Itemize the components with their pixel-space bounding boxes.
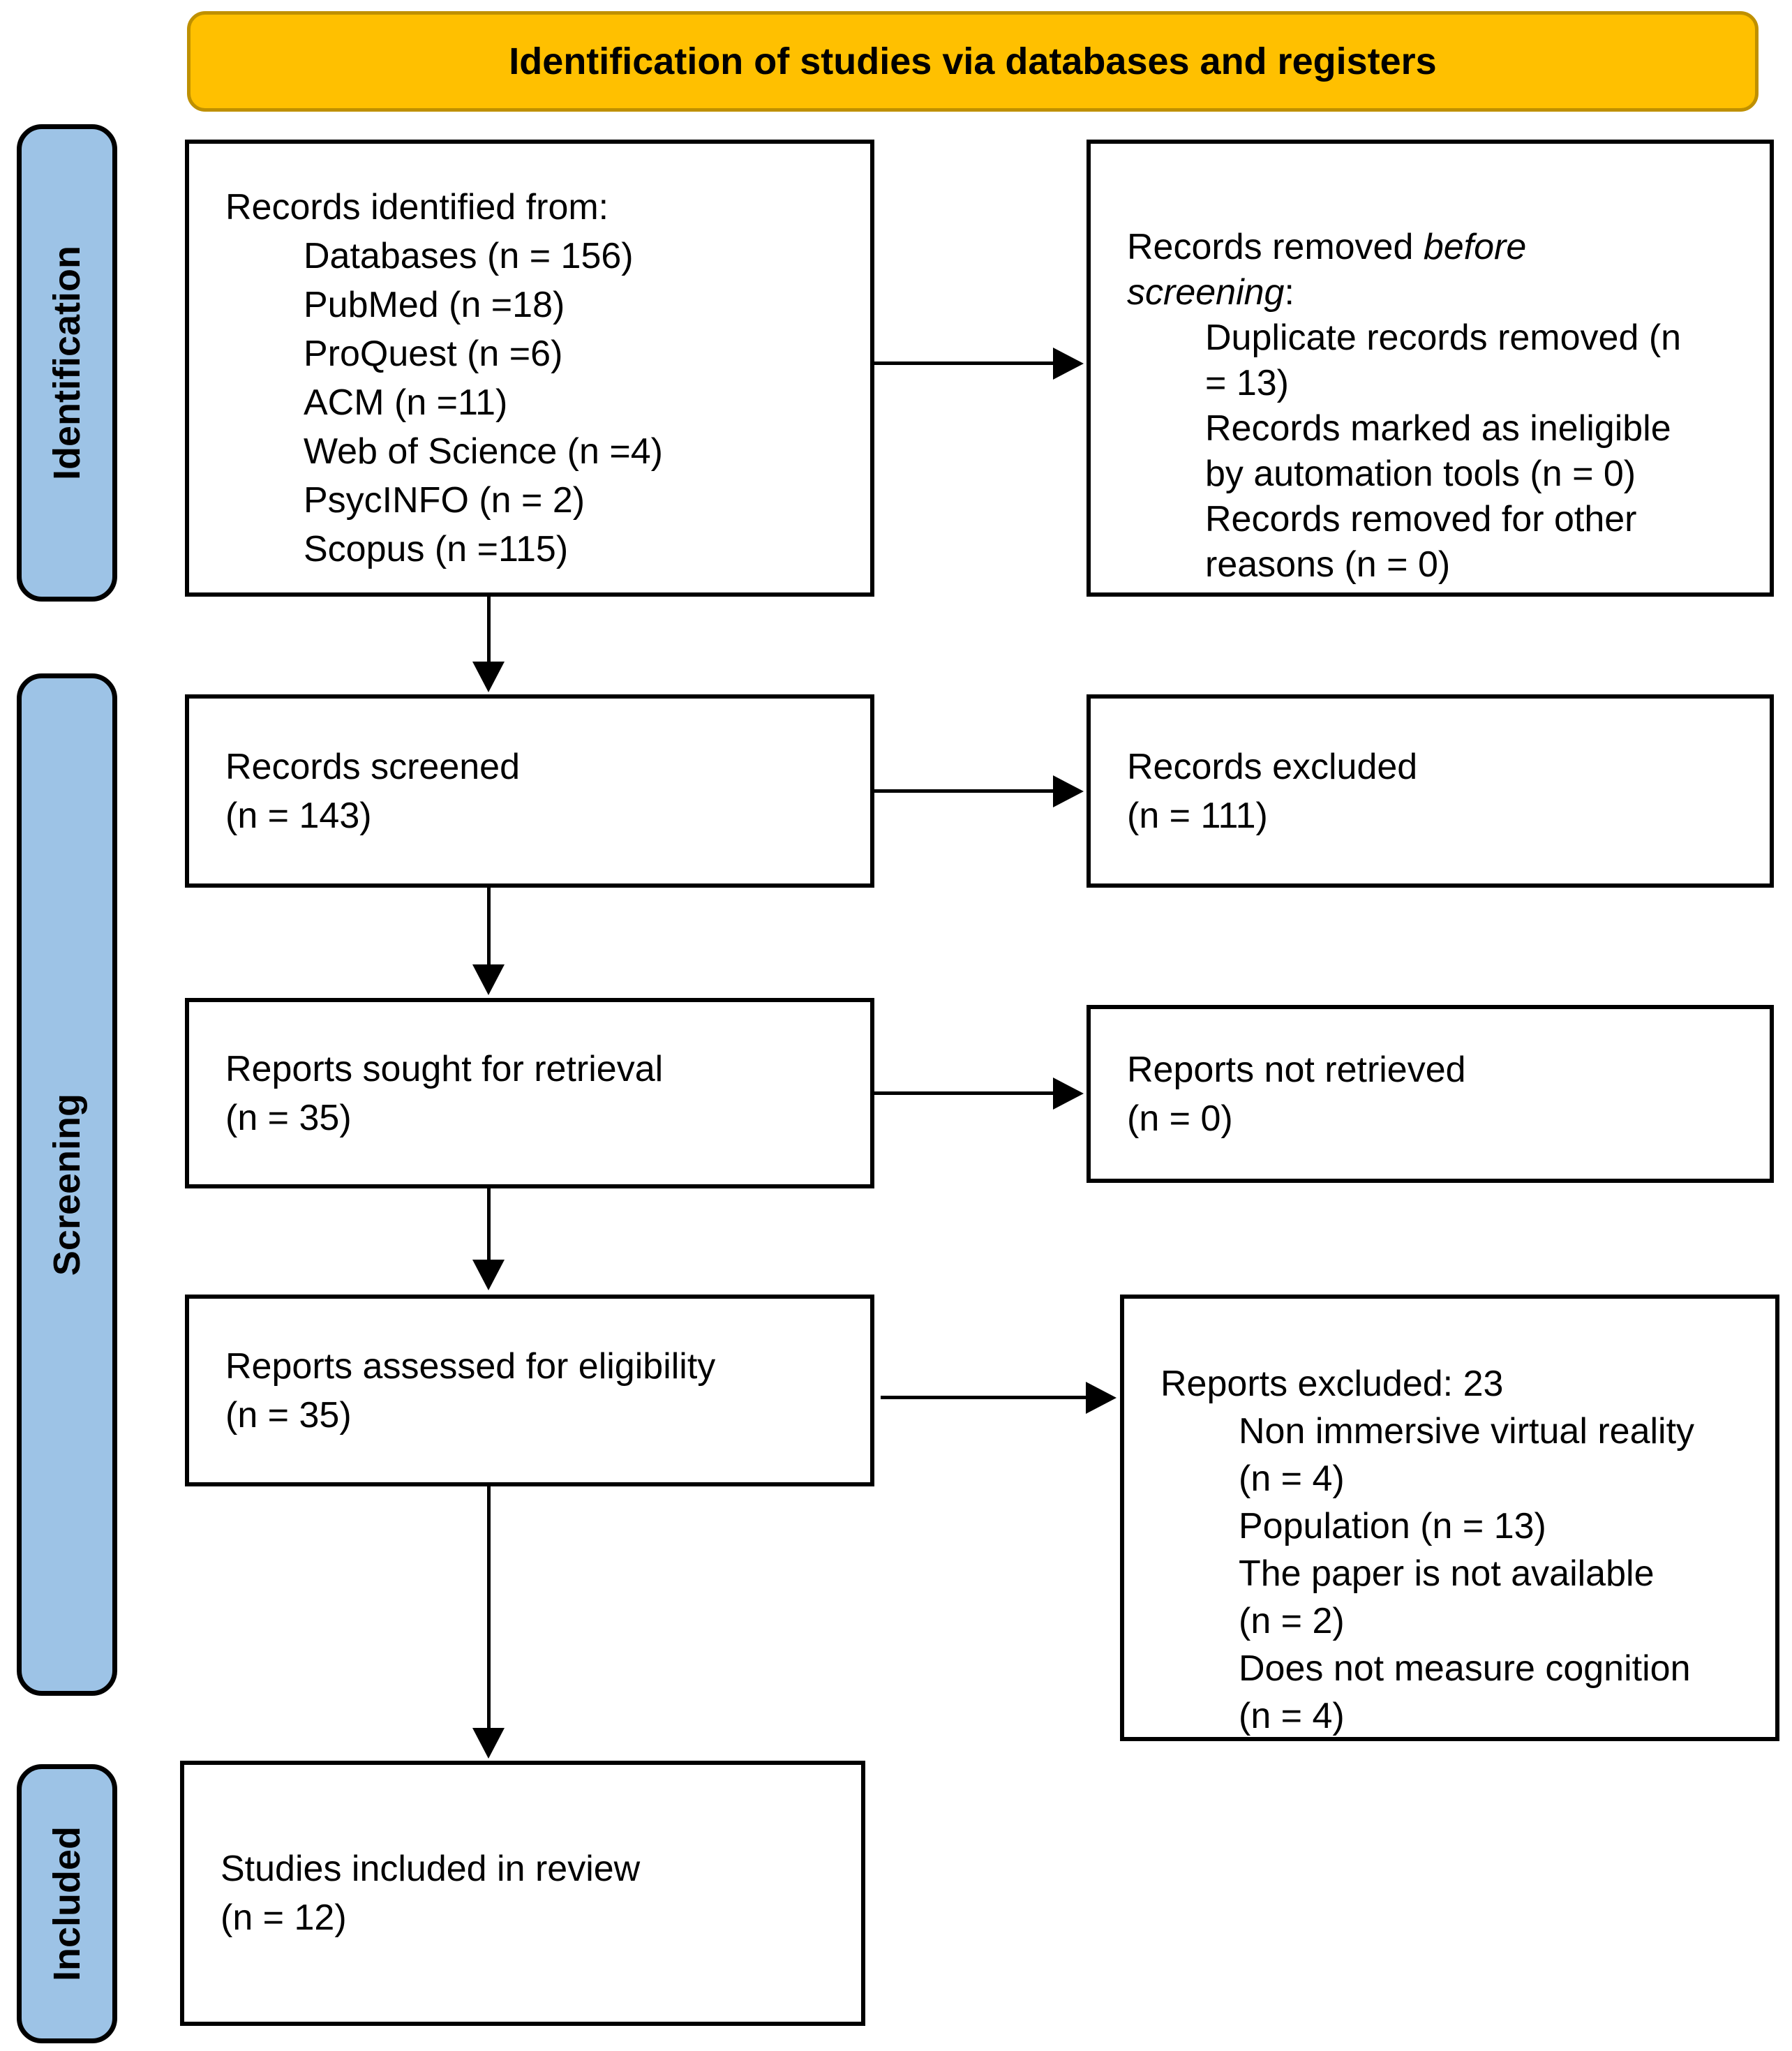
flow-box-line: = 13) <box>1205 363 1289 403</box>
flow-box-records-excluded: Records excluded (n = 111) <box>1087 694 1774 888</box>
flow-box-line: PubMed (n =18) <box>304 285 565 325</box>
flow-box-line: (n = 35) <box>225 1394 352 1435</box>
flow-box-line: (n = 2) <box>1239 1601 1345 1641</box>
flow-box-line: PsycINFO (n = 2) <box>304 480 585 521</box>
flow-box-line: Scopus (n =115) <box>304 529 569 569</box>
stage-tab-screening: Screening <box>17 673 117 1696</box>
header-title: Identification of studies via databases … <box>509 40 1437 82</box>
flow-box-line: Population (n = 13) <box>1239 1506 1546 1546</box>
flow-box-line: Duplicate records removed (n <box>1205 318 1682 358</box>
flow-box-line: Records marked as ineligible <box>1205 408 1671 449</box>
flow-box-line: Records removed for other <box>1205 499 1637 539</box>
flow-box-records-identified: Records identified from: Databases (n = 1… <box>185 140 874 597</box>
arrow-head-down-icon <box>472 964 505 995</box>
flow-box-line: (n = 143) <box>225 795 372 836</box>
flow-box-line: Reports excluded: 23 <box>1160 1364 1504 1404</box>
arrow-line <box>881 1396 1087 1399</box>
flow-box-line: Studies included in review <box>221 1849 641 1889</box>
arrow-line <box>874 789 1054 793</box>
stage-tab-identification: Identification <box>17 124 117 602</box>
flow-box-line: (n = 12) <box>221 1897 347 1938</box>
arrow-head-right-icon <box>1086 1382 1117 1414</box>
arrow-head-down-icon <box>472 1728 505 1759</box>
arrow-head-right-icon <box>1053 1077 1084 1110</box>
flow-box-line: (n = 0) <box>1127 1098 1233 1139</box>
flow-box-reports-not-retrieved: Reports not retrieved (n = 0) <box>1087 1005 1774 1183</box>
flow-box-reports-sought-for-retrieval: Reports sought for retrieval (n = 35) <box>185 998 874 1188</box>
stage-tab-label: Identification <box>46 246 88 480</box>
arrow-line <box>874 1091 1054 1095</box>
flow-box-line: Records identified from: <box>225 187 609 228</box>
flow-box-line: screening: <box>1127 272 1294 313</box>
stage-tab-label: Screening <box>46 1093 88 1276</box>
flow-box-line: by automation tools (n = 0) <box>1205 454 1636 494</box>
arrow-head-down-icon <box>472 1260 505 1290</box>
flow-box-line: Non immersive virtual reality <box>1239 1411 1695 1452</box>
flow-box-line: Records removed before <box>1127 227 1527 267</box>
flow-box-line: ProQuest (n =6) <box>304 334 563 374</box>
arrow-line <box>874 361 1054 365</box>
flow-box-line: Does not measure cognition <box>1239 1648 1691 1689</box>
arrow-line <box>487 1188 491 1261</box>
flow-box-line: (n = 4) <box>1239 1696 1345 1736</box>
flow-box-line: Reports not retrieved <box>1127 1049 1466 1090</box>
flow-box-reports-excluded: Reports excluded: 23 Non immersive virtua… <box>1120 1295 1779 1741</box>
arrow-line <box>487 888 491 966</box>
flow-box-line: Records excluded <box>1127 746 1418 787</box>
flow-box-line: (n = 111) <box>1127 795 1268 836</box>
flow-box-line: reasons (n = 0) <box>1205 544 1451 585</box>
flow-box-line: ACM (n =11) <box>304 382 508 423</box>
flow-box-records-removed-before-screening: Records removed before screening: Duplicat… <box>1087 140 1774 597</box>
flow-box-line: (n = 35) <box>225 1097 352 1138</box>
stage-tab-label: Included <box>46 1826 88 1981</box>
arrow-line <box>487 1486 491 1729</box>
flow-box-line: (n = 4) <box>1239 1459 1345 1499</box>
flow-box-line: The paper is not available <box>1239 1553 1655 1594</box>
flow-box-reports-assessed-for-eligibility: Reports assessed for eligibility (n = 35) <box>185 1295 874 1486</box>
flow-box-line: Web of Science (n =4) <box>304 431 663 472</box>
header-banner: Identification of studies via databases … <box>187 11 1759 112</box>
flow-box-studies-included-in-review: Studies included in review (n = 12) <box>180 1761 865 2026</box>
arrow-line <box>487 597 491 663</box>
flow-box-line: Reports assessed for eligibility <box>225 1345 716 1387</box>
stage-tab-included: Included <box>17 1764 117 2043</box>
arrow-head-right-icon <box>1053 348 1084 380</box>
arrow-head-down-icon <box>472 662 505 692</box>
flow-box-line: Records screened <box>225 746 520 787</box>
flow-box-records-screened: Records screened (n = 143) <box>185 694 874 888</box>
flow-box-line: Databases (n = 156) <box>304 236 634 276</box>
flow-box-line: Reports sought for retrieval <box>225 1048 664 1089</box>
arrow-head-right-icon <box>1053 775 1084 807</box>
